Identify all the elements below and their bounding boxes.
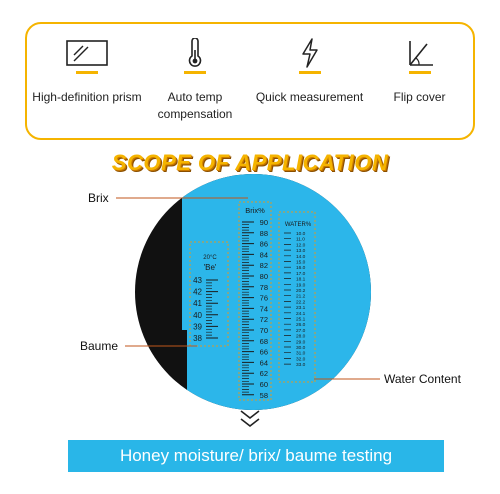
baume-unit-label: 'Be' <box>204 263 217 272</box>
water-tick-label: 30.0 <box>296 345 306 351</box>
accent-underline <box>184 71 206 74</box>
brix-scale-frame <box>238 201 272 401</box>
brix-tick-label: 84 <box>260 250 268 259</box>
baume-callout: Baume <box>80 339 119 353</box>
features-panel: High-definition prism Auto temp compensa… <box>25 22 475 140</box>
brix-tick-label: 76 <box>260 294 268 303</box>
brix-header: Brix% <box>245 206 265 215</box>
baume-temp-label: 20°C <box>203 255 217 261</box>
usage-banner: Honey moisture/ brix/ baume testing <box>68 440 444 472</box>
water-tick-label: 25.1 <box>296 317 306 323</box>
water-tick-label: 14.0 <box>296 254 306 260</box>
water-tick-label: 12.0 <box>296 242 306 248</box>
baume-tick-label: 43 <box>193 276 202 285</box>
accent-underline <box>76 71 98 74</box>
feature-label: Flip cover <box>393 90 446 104</box>
water-tick-label: 15.0 <box>296 260 306 266</box>
water-tick-label: 11.0 <box>296 237 305 243</box>
feature-label: High-definition prism <box>32 90 142 104</box>
scale-field <box>182 174 371 410</box>
lightning-icon <box>301 38 318 68</box>
baume-tick-label: 41 <box>193 299 202 308</box>
water-tick-label: 28.0 <box>296 334 306 340</box>
brix-callout: Brix <box>88 191 109 205</box>
baume-tick-label: 42 <box>193 288 202 297</box>
water-header: WATER% <box>285 222 312 228</box>
brix-tick-label: 66 <box>260 348 268 357</box>
brix-tick-label: 74 <box>260 304 268 313</box>
feature-quick: Quick measurement <box>252 38 367 106</box>
baume-tick-label: 38 <box>193 334 202 343</box>
brix-tick-label: 82 <box>260 261 268 270</box>
water-tick-label: 32.0 <box>296 356 306 362</box>
scope-title: SCOPE OF APPLICATION <box>111 150 389 175</box>
flip-cover-icon <box>408 41 433 66</box>
water-tick-label: 16.0 <box>296 265 306 271</box>
brix-tick-label: 58 <box>260 391 268 400</box>
water-tick-label: 26.0 <box>296 322 306 328</box>
brix-tick-label: 68 <box>260 337 268 346</box>
brix-tick-label: 90 <box>260 218 268 227</box>
water-tick-label: 10.0 <box>296 231 306 237</box>
water-tick-label: 24.1 <box>296 311 306 317</box>
prism-icon <box>66 40 108 66</box>
baume-scale-frame <box>189 241 229 347</box>
brix-tick-label: 70 <box>260 326 268 335</box>
water-tick-label: 29.0 <box>296 339 306 345</box>
feature-flip: Flip cover <box>372 38 467 106</box>
baume-tick-label: 40 <box>193 311 202 320</box>
water-tick-label: 31.0 <box>296 351 306 357</box>
thermometer-icon <box>188 38 202 67</box>
brix-tick-label: 60 <box>260 380 268 389</box>
water-tick-label: 13.0 <box>296 248 306 254</box>
accent-underline <box>298 71 321 74</box>
feature-temp: Auto temp compensation <box>145 38 245 123</box>
brix-tick-label: 62 <box>260 369 268 378</box>
water-callout: Water Content <box>384 372 461 386</box>
water-tick-label: 19.0 <box>296 282 306 288</box>
feature-label: Quick measurement <box>255 90 364 104</box>
water-tick-label: 21.2 <box>296 294 306 300</box>
water-tick-label: 17.0 <box>296 271 306 277</box>
water-tick-label: 20.2 <box>296 288 306 294</box>
water-tick-label: 18.1 <box>296 277 306 283</box>
water-tick-label: 23.1 <box>296 305 306 311</box>
feature-prism: High-definition prism <box>32 38 142 106</box>
brix-tick-label: 72 <box>260 315 268 324</box>
water-tick-label: 27.0 <box>296 328 306 334</box>
brix-tick-label: 64 <box>260 358 268 367</box>
accent-underline <box>408 71 431 74</box>
water-tick-label: 33.0 <box>296 362 306 368</box>
brix-tick-label: 88 <box>260 229 268 238</box>
feature-label: Auto temp compensation <box>157 90 233 121</box>
water-tick-label: 22.2 <box>296 299 306 305</box>
water-scale-frame <box>278 211 316 383</box>
brix-tick-label: 86 <box>260 240 268 249</box>
brix-tick-label: 80 <box>260 272 268 281</box>
chevron-down-icon <box>240 410 260 428</box>
brix-tick-label: 78 <box>260 283 268 292</box>
baume-tick-label: 39 <box>193 322 202 331</box>
